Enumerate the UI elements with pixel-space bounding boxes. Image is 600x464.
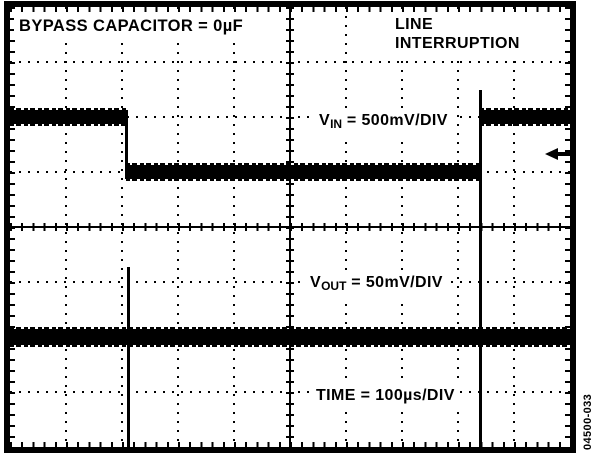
graticule-area: BYPASS CAPACITOR = 0µF LINE INTERRUPTION…: [10, 7, 570, 447]
figure-number: 04500-033: [582, 393, 594, 450]
trace-vin-hband: [126, 162, 481, 182]
vout-symbol: V: [310, 274, 322, 291]
vout-subscript: OUT: [321, 279, 347, 293]
frame-ticks-bottom: [10, 442, 570, 447]
vout-scale-label: VOUT = 50mV/DIV: [305, 271, 448, 298]
line-interruption-label: LINE INTERRUPTION: [390, 13, 525, 55]
oscilloscope-screen: BYPASS CAPACITOR = 0µF LINE INTERRUPTION…: [4, 1, 576, 453]
frame-ticks-right: [565, 7, 570, 447]
vout-scale-text: = 50mV/DIV: [346, 274, 443, 291]
vin-scale-text: = 500mV/DIV: [342, 112, 448, 129]
vin-scale-label: VIN = 500mV/DIV: [314, 109, 453, 136]
traces-layer: [10, 7, 570, 447]
trace-vout-vline: [127, 266, 131, 447]
trace-vin-hband: [10, 107, 127, 127]
reference-level-arrow-icon: [545, 148, 558, 160]
trace-vin-vline: [124, 109, 128, 180]
trace-vout-hband: [10, 326, 570, 347]
frame-ticks-top: [10, 7, 570, 12]
trace-vin-hband: [480, 107, 570, 127]
frame-ticks-left: [10, 7, 15, 447]
time-scale-label: TIME = 100µs/DIV: [311, 384, 460, 407]
bypass-capacitor-label: BYPASS CAPACITOR = 0µF: [14, 15, 249, 38]
line-interruption-label-line1: LINE: [395, 16, 434, 33]
vin-subscript: IN: [330, 117, 343, 131]
vin-symbol: V: [319, 112, 331, 129]
trace-vin-vline: [478, 89, 482, 447]
reference-level-arrow-stem: [557, 152, 570, 156]
center-horizontal-axis: [10, 226, 570, 228]
line-interruption-label-line2: INTERRUPTION: [395, 35, 520, 52]
